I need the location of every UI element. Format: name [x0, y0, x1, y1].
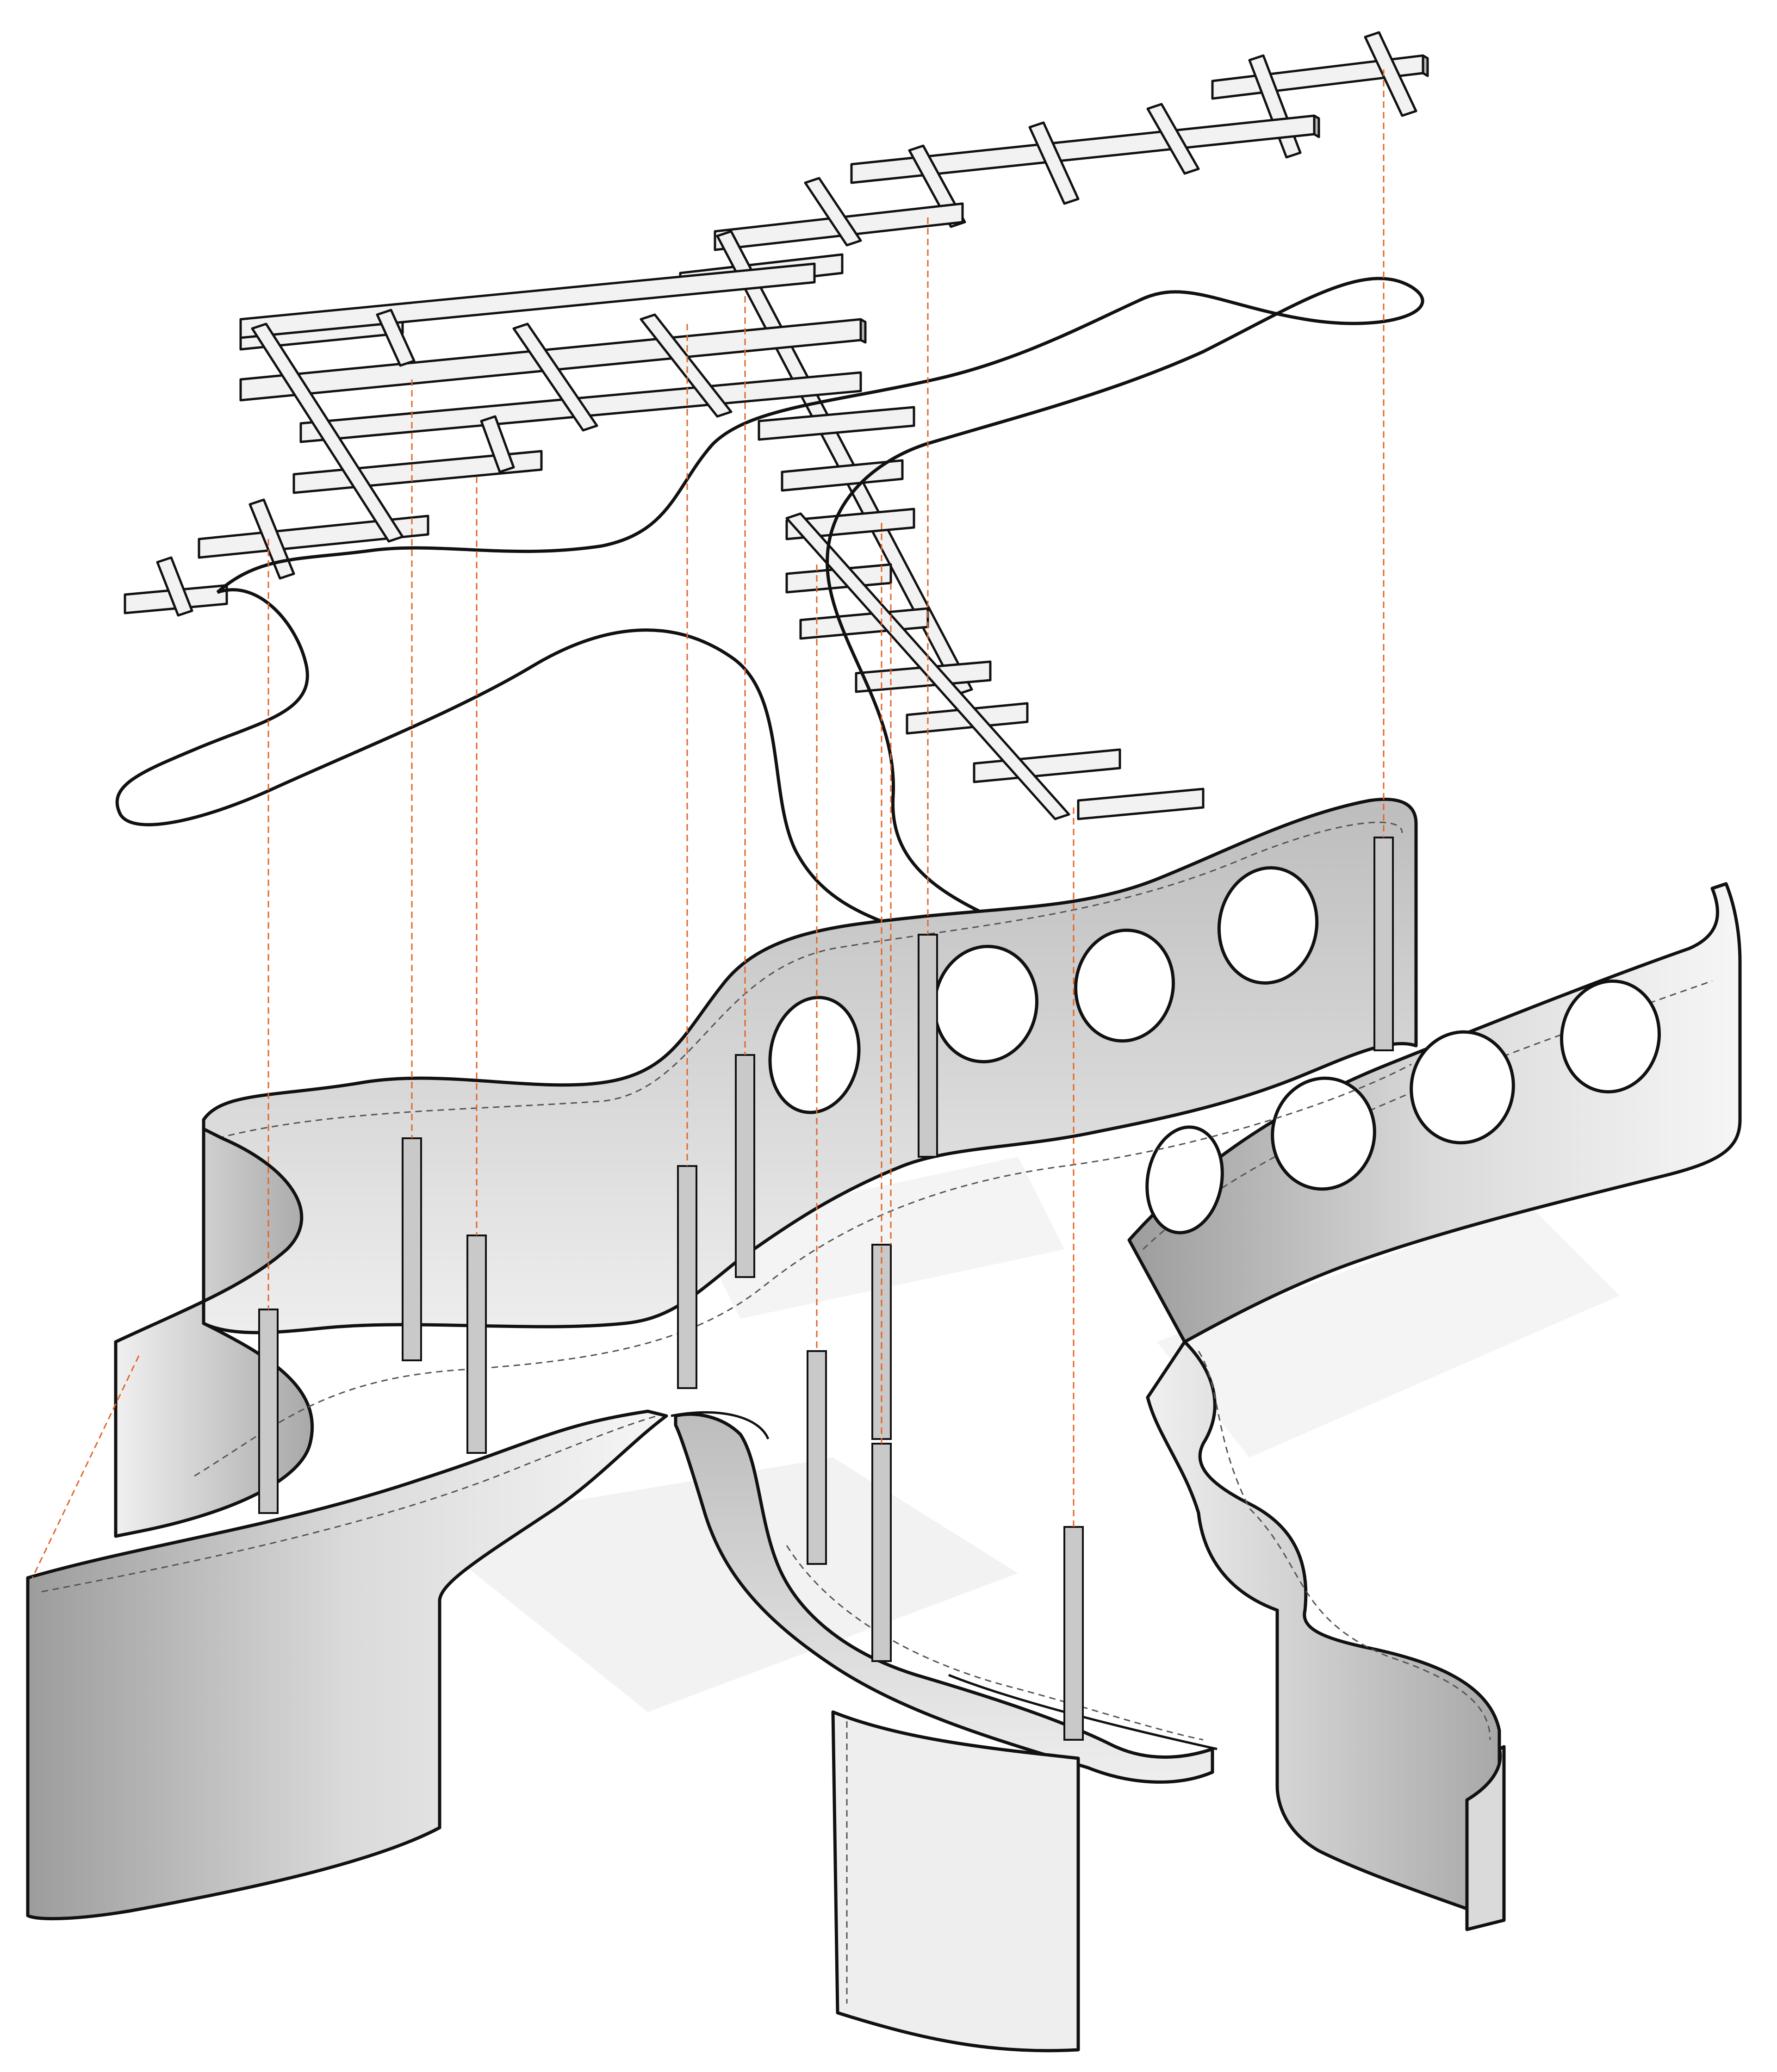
- opening-8: [1560, 979, 1661, 1094]
- column-1: [258, 1309, 279, 1514]
- roof-beams: [124, 31, 1429, 820]
- opening-3: [1074, 928, 1175, 1043]
- roof-beam-3: [1364, 31, 1417, 117]
- roof-beam-34: [1077, 788, 1205, 820]
- column-8: [871, 1244, 892, 1440]
- roof-beam-24: [249, 498, 295, 580]
- roof-beam-6: [1028, 121, 1080, 205]
- roof-beam-22: [640, 313, 733, 418]
- column-11: [1373, 837, 1394, 1051]
- column-3: [466, 1235, 487, 1454]
- opening-7: [1410, 1030, 1515, 1145]
- alignment-guides: [31, 69, 1385, 1578]
- roof-beam-21: [512, 323, 598, 432]
- column-10: [1063, 1526, 1084, 1741]
- wall-central: [674, 1412, 1214, 1784]
- guide-12: [31, 1355, 140, 1578]
- roof-slab: [115, 277, 1424, 1050]
- opening-6: [1271, 1076, 1376, 1191]
- column-7: [807, 1350, 827, 1565]
- roof-beam-28: [785, 508, 915, 540]
- roof-beam-33: [973, 748, 1121, 783]
- roof-beam-17: [198, 515, 429, 559]
- roof-beam-27: [781, 459, 904, 492]
- wall-left-front: [26, 1409, 668, 1921]
- roof-beam-20: [376, 309, 416, 367]
- column-6: [918, 934, 938, 1158]
- wall-right-front: [1146, 1340, 1501, 1922]
- roof-beam-7: [1146, 103, 1200, 175]
- opening-5: [1145, 1125, 1224, 1235]
- column-9: [871, 1443, 892, 1662]
- roof-beam-26: [758, 406, 915, 441]
- opening-1: [768, 996, 861, 1114]
- columns: [258, 837, 1394, 1741]
- roof-beam-19: [251, 323, 404, 543]
- column-5: [735, 1054, 755, 1278]
- wall-front-central: [831, 1710, 1080, 2053]
- wall-openings: [768, 866, 1661, 1235]
- column-4: [677, 1165, 697, 1389]
- roof-beam-31: [855, 660, 992, 693]
- roof-beam-25: [156, 556, 193, 617]
- roof-beam-23: [480, 415, 515, 473]
- ground-shadows: [416, 1157, 1620, 1712]
- column-2: [402, 1137, 422, 1361]
- opening-4: [1217, 866, 1319, 985]
- roof-beam-9: [804, 177, 862, 247]
- wall-right-end: [1465, 1745, 1506, 1931]
